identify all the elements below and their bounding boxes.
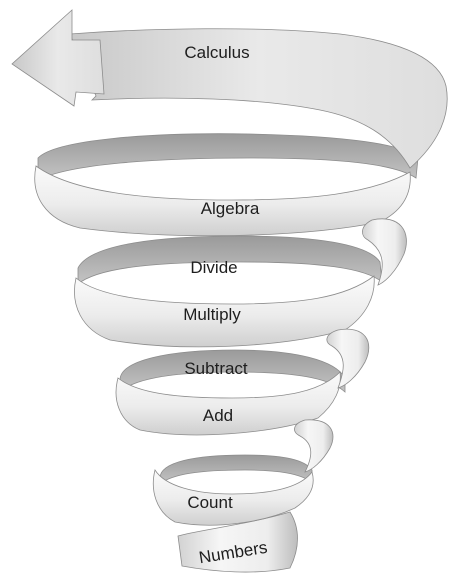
ribbon-back-count bbox=[159, 454, 313, 485]
label-algebra: Algebra bbox=[201, 199, 260, 218]
ribbon-descent-add-to-count bbox=[294, 419, 334, 473]
ribbon-segment-add bbox=[115, 371, 341, 436]
label-calculus: Calculus bbox=[184, 43, 249, 62]
ribbon-segment-algebra bbox=[34, 165, 411, 237]
label-divide: Divide bbox=[190, 258, 237, 277]
ribbon-back-algebra bbox=[37, 133, 419, 181]
ribbon-back-divide bbox=[77, 235, 383, 285]
label-subtract: Subtract bbox=[184, 359, 248, 378]
arrowhead-icon bbox=[11, 9, 105, 107]
label-count: Count bbox=[187, 493, 233, 512]
ribbon-segment-multiply bbox=[74, 275, 375, 348]
ribbon-segment-numbers bbox=[177, 511, 298, 573]
label-multiply: Multiply bbox=[183, 305, 241, 324]
ribbon-descent-algebra-to-divide bbox=[362, 218, 407, 286]
label-add: Add bbox=[203, 406, 233, 425]
ribbon-segment-count bbox=[152, 468, 314, 526]
ribbon-descent-multiply-to-subtract bbox=[326, 328, 370, 389]
ribbon-segment-calculus bbox=[69, 28, 448, 169]
